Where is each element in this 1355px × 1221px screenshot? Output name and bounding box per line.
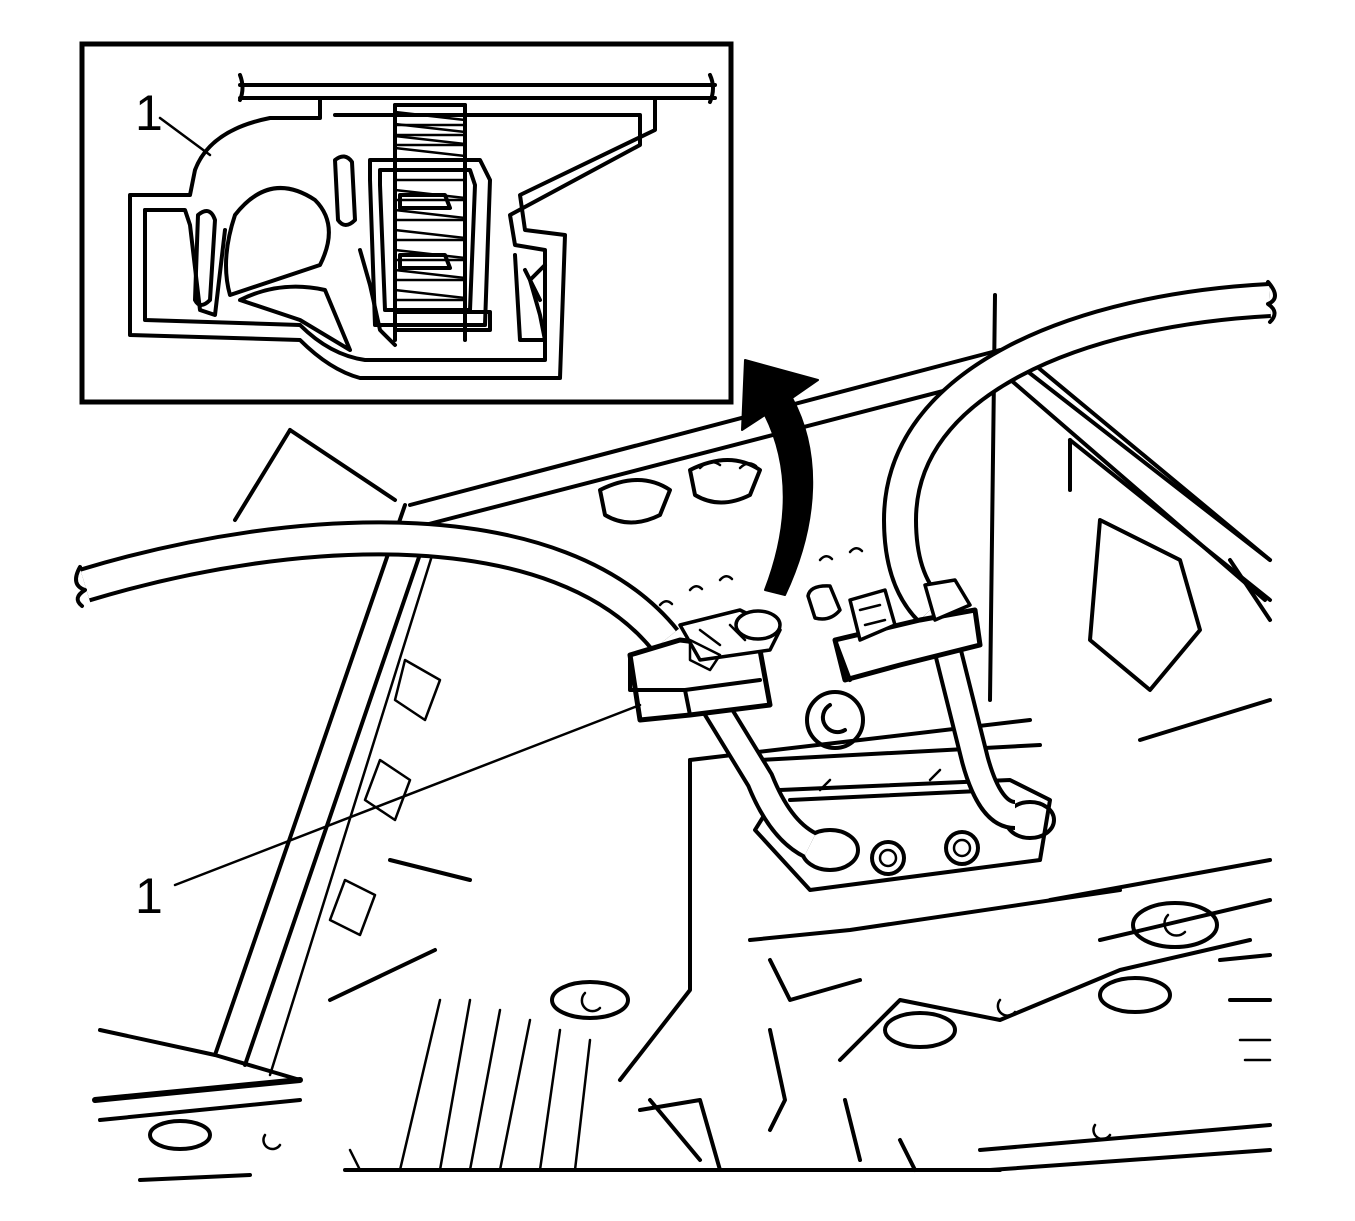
leader-line-main (173, 703, 642, 887)
inset-detail (79, 41, 734, 405)
callout-label-inset: 1 (135, 85, 163, 141)
pipe-clip-right (806, 578, 983, 683)
pipe-right-lower (930, 636, 1017, 830)
pipe-left (74, 520, 679, 652)
pipe-left-lower (692, 682, 818, 859)
floor-pan (92, 293, 1272, 1182)
rotate-arrow (741, 359, 819, 596)
leader-line-inset (158, 116, 212, 157)
callout-label-main: 1 (135, 868, 163, 924)
pipe-right (881, 280, 1277, 623)
pipe-clip-left (627, 608, 782, 723)
